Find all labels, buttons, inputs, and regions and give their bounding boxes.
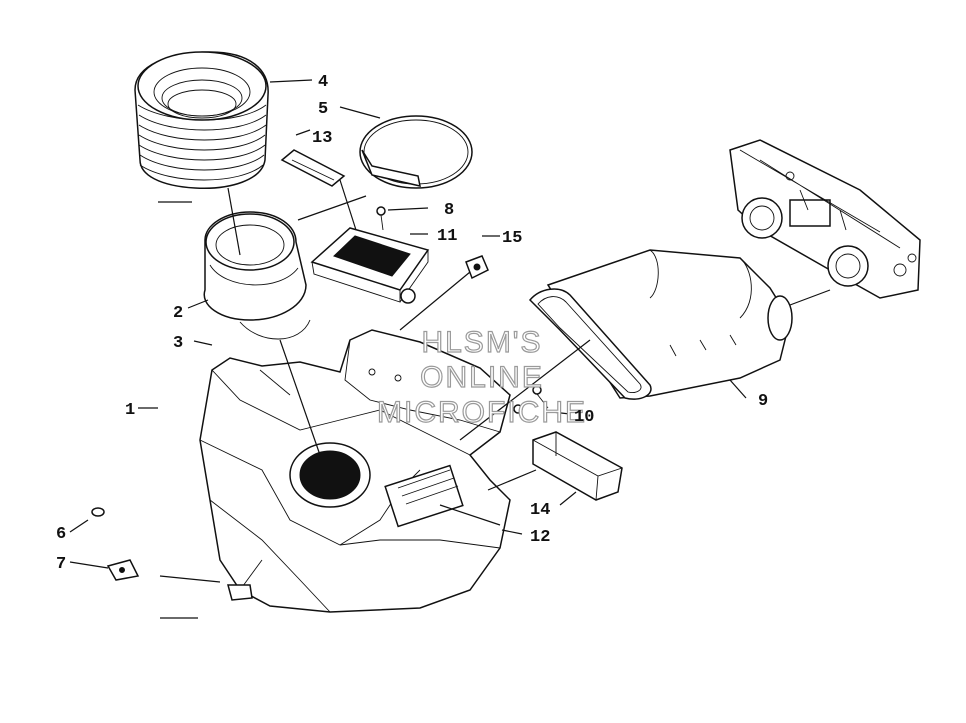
callout-1[interactable]: 1 [125,401,135,420]
callout-11[interactable]: 11 [437,227,457,246]
callout-5[interactable]: 5 [318,100,328,119]
bolt[interactable] [513,385,549,414]
filter-element[interactable] [280,149,346,187]
callout-3[interactable]: 3 [173,334,183,353]
watermark-line-3: MICROFICHE [377,396,587,429]
foam-filter[interactable] [310,227,430,304]
callout-8[interactable]: 8 [444,201,454,220]
leader-lines [69,79,831,619]
callout-6[interactable]: 6 [56,525,66,544]
callout-12[interactable]: 12 [530,528,550,547]
callout-7[interactable]: 7 [56,555,66,574]
clip[interactable] [465,255,489,280]
watermark-line-2: ONLINE [420,361,544,394]
callout-13[interactable]: 13 [312,129,332,148]
callout-15[interactable]: 15 [502,229,522,248]
plug[interactable] [91,507,105,517]
air-silencer-housing[interactable] [199,329,511,613]
callout-9[interactable]: 9 [758,392,768,411]
callouts: 1 2 3 4 5 6 7 8 9 10 11 12 13 14 15 [56,73,768,574]
screw[interactable] [376,206,386,231]
watermark-line-1: HLSM'S [421,326,542,359]
bracket[interactable] [106,559,140,581]
support-block[interactable] [532,431,623,501]
gasket[interactable] [239,319,311,340]
watermark: HLSM'S ONLINE MICROFICHE [376,325,587,429]
carburetor-assembly [729,139,921,299]
bellows[interactable] [134,51,269,189]
callout-4[interactable]: 4 [318,73,328,92]
callout-2[interactable]: 2 [173,304,183,323]
intake-duct[interactable] [528,249,793,400]
intake-adapter[interactable] [203,211,307,321]
clamp-band[interactable] [359,115,473,189]
callout-10[interactable]: 10 [574,408,594,427]
callout-14[interactable]: 14 [530,501,550,520]
